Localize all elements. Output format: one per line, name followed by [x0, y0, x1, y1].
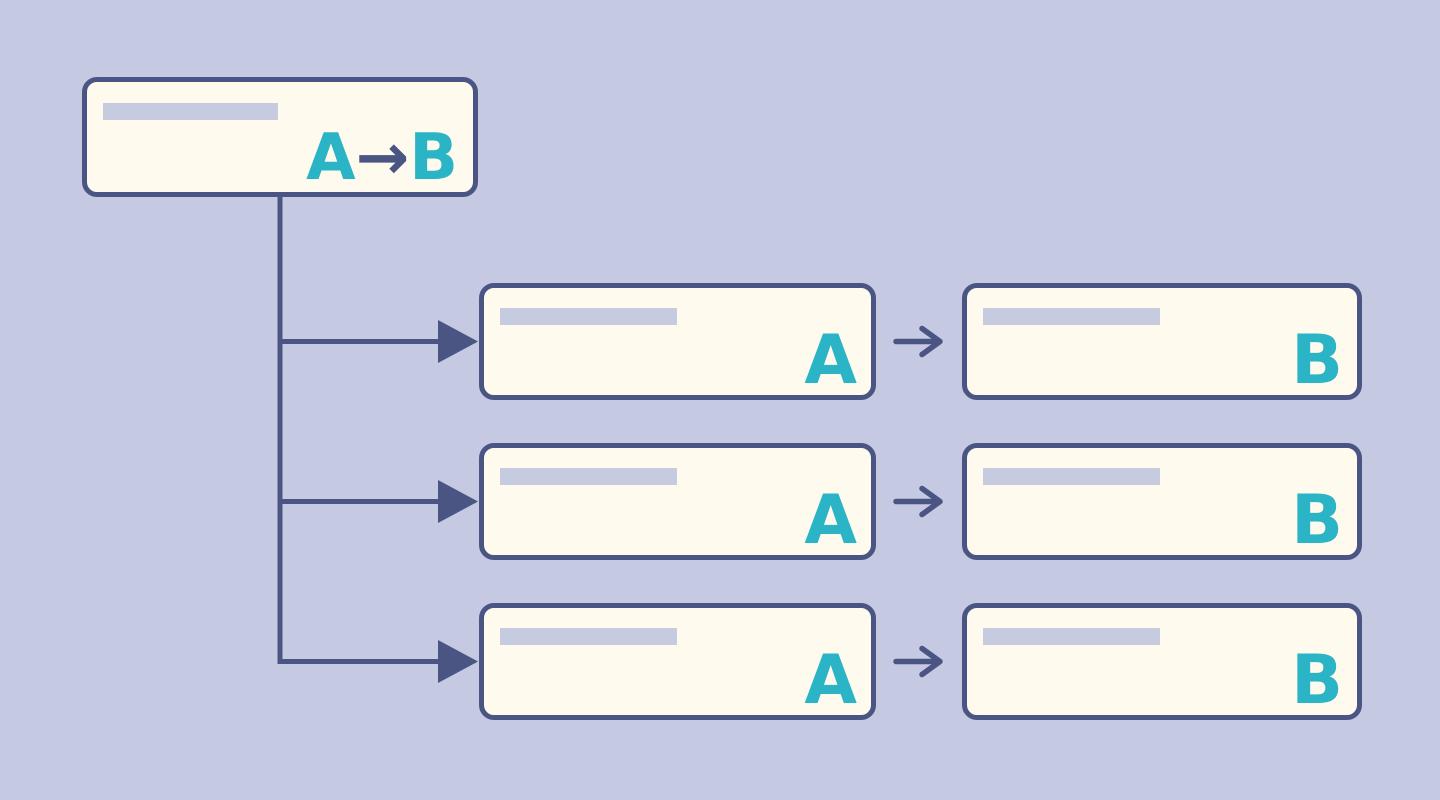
root-node-label: A→B — [306, 126, 458, 190]
node-label: B — [1291, 641, 1343, 720]
node-label: A — [804, 321, 857, 400]
placeholder-text-bar — [500, 468, 677, 485]
node-label: A — [804, 641, 857, 720]
placeholder-text-bar — [500, 308, 677, 325]
branch-arrowhead-icon-3 — [438, 640, 478, 683]
branch-arrowhead-icon-2 — [438, 480, 478, 523]
flow-arrow-icon-2 — [893, 485, 943, 518]
target-node-2: B — [962, 443, 1362, 560]
placeholder-text-bar — [500, 628, 677, 645]
branch-arrowhead-icon-1 — [438, 320, 478, 363]
flow-arrow-icon-3 — [893, 645, 943, 678]
placeholder-text-bar — [103, 103, 278, 120]
root-label-arrow-icon: → — [355, 121, 410, 195]
source-node-1: A — [479, 283, 876, 400]
placeholder-text-bar — [983, 628, 1160, 645]
placeholder-text-bar — [983, 468, 1160, 485]
source-node-3: A — [479, 603, 876, 720]
node-label: B — [1291, 481, 1343, 560]
target-node-1: B — [962, 283, 1362, 400]
source-node-2: A — [479, 443, 876, 560]
root-node: A→B — [82, 77, 478, 197]
root-label-b: B — [409, 121, 458, 195]
node-label: A — [804, 481, 857, 560]
placeholder-text-bar — [983, 308, 1160, 325]
target-node-3: B — [962, 603, 1362, 720]
node-label: B — [1291, 321, 1343, 400]
flow-arrow-icon-1 — [893, 325, 943, 358]
root-label-a: A — [306, 121, 356, 195]
